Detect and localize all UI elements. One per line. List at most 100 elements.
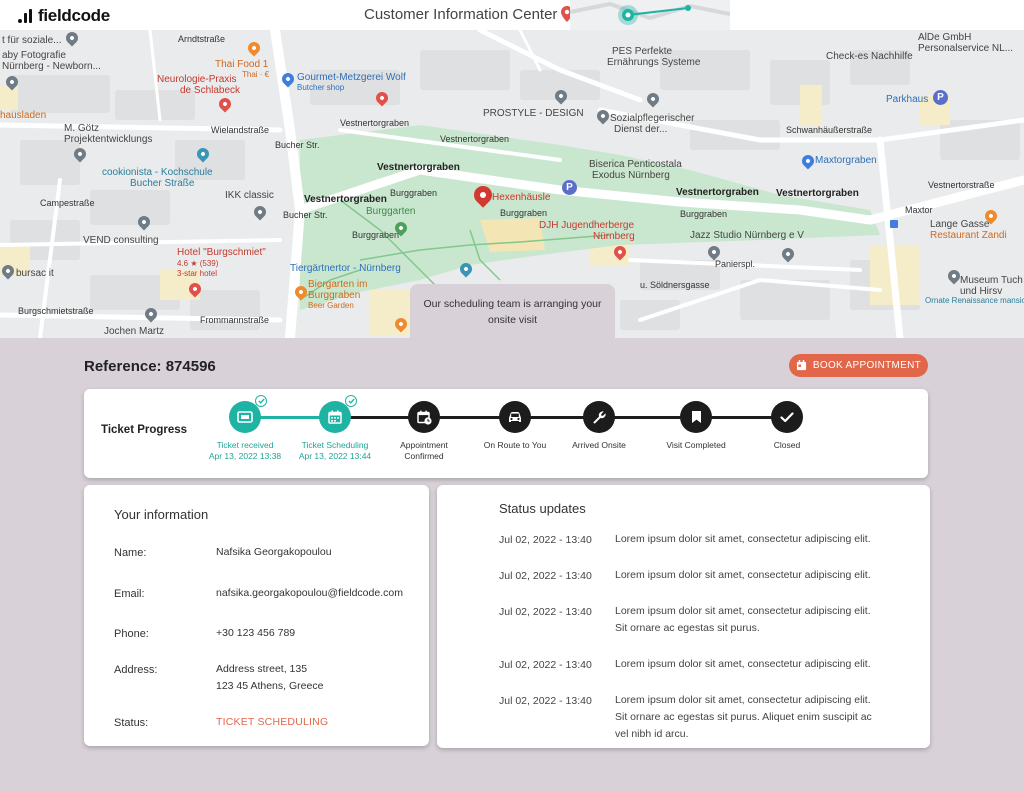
reference-number: Reference: 874596 [84, 358, 216, 375]
map-label: Vestnertorgraben [676, 187, 759, 198]
progress-step-label: Confirmed [404, 451, 444, 461]
map-label: Burggraben [680, 209, 728, 219]
map-label: Neurologie-Praxis [157, 74, 237, 85]
progress-step-date: Apr 13, 2022 13:38 [208, 451, 282, 461]
map-label: AlDe GmbH [918, 32, 972, 43]
map-label: Ornate Renaissance mansion [925, 296, 1024, 305]
map-label: Exodus Nürnberg [592, 170, 670, 181]
progress-line-pending [335, 416, 787, 419]
phone-value[interactable]: +30 123 456 789 [216, 627, 296, 639]
map-label: Jochen Martz [104, 326, 165, 337]
progress-step-label: Visit Completed [666, 440, 726, 450]
name-value: Nafsika Georgakopoulou [216, 546, 332, 558]
map-label: Panierspl. [715, 259, 756, 269]
map-label: de Schlabeck [180, 85, 241, 96]
map-label: hausladen [0, 110, 47, 121]
map-label: Burggraben [308, 290, 361, 301]
parking-icon[interactable]: P [562, 180, 577, 195]
map-label: Projektentwicklungs [64, 134, 153, 145]
parking-icon[interactable]: P [933, 90, 948, 105]
update-text: Lorem ipsum dolor sit amet, consectetur … [615, 569, 871, 581]
update-date: Jul 02, 2022 - 13:40 [499, 534, 592, 546]
scheduling-message-line1: Our scheduling team is arranging your [423, 298, 602, 310]
update-text: Lorem ipsum dolor sit amet, consectetur … [615, 658, 871, 670]
update-date: Jul 02, 2022 - 13:40 [499, 606, 592, 618]
status-updates-card: Status updates Jul 02, 2022 - 13:40 Lore… [437, 485, 930, 748]
map-label: M. Götz [64, 123, 100, 134]
map-label: aby Fotografie [2, 50, 66, 61]
ticket-progress-title: Ticket Progress [101, 424, 188, 436]
map-label: Butcher shop [297, 83, 345, 92]
map-label: Vestnertorgraben [440, 134, 510, 144]
email-value[interactable]: nafsika.georgakopoulou@fieldcode.com [216, 587, 403, 599]
map-label: Bucher Str. [283, 210, 328, 220]
map-label: DJH Jugendherberge [539, 220, 635, 231]
map-label: Restaurant Zandi [930, 230, 1007, 241]
wrench-icon [583, 401, 615, 433]
address-label: Address: [114, 664, 158, 676]
completed-check-icon [345, 395, 357, 407]
status-label: Status: [114, 717, 149, 729]
map-label: PES Perfekte [612, 46, 673, 57]
map-label: Nürnberg [593, 231, 635, 242]
map-label: Vestnertorgraben [304, 194, 387, 205]
progress-step-label: On Route to You [483, 440, 547, 450]
map-label: u. Söldnersgasse [640, 280, 710, 290]
map-label: Check-es Nachhilfe [826, 51, 913, 62]
map-label: Burggraben [390, 188, 438, 198]
logo-text: fieldcode [38, 6, 110, 25]
fieldcode-logo[interactable]: fieldcode [18, 6, 110, 26]
map-label: cookionista - Kochschule [102, 167, 213, 178]
calendar-icon [319, 395, 357, 433]
bookmark-icon [680, 401, 712, 433]
map-label: IKK classic [225, 190, 274, 201]
map-label: Hotel "Burgschmiet" [177, 247, 266, 258]
map-label: Biergarten im [308, 279, 368, 290]
status-updates-title: Status updates [499, 501, 586, 516]
map-label: Biserica Penticostala [589, 159, 682, 170]
map-label: VEND consulting [83, 235, 159, 246]
book-appointment-button[interactable]: BOOK APPOINTMENT [789, 354, 928, 377]
completed-check-icon [255, 395, 267, 407]
progress-step-date: Apr 13, 2022 13:44 [298, 451, 372, 461]
update-text: Lorem ipsum dolor sit amet, consectetur … [615, 694, 872, 740]
phone-label: Phone: [114, 628, 149, 640]
map-label: 4.6 ★ (539) [177, 259, 219, 268]
logo-mark-icon [18, 9, 32, 23]
update-date: Jul 02, 2022 - 13:40 [499, 570, 592, 582]
map-label: Thai · € [242, 70, 270, 79]
map-label: Vestnertorgraben [377, 162, 460, 173]
map-label: t für soziale... [2, 35, 62, 46]
update-date: Jul 02, 2022 - 13:40 [499, 659, 592, 671]
map-label: Burggraben [352, 230, 400, 240]
progress-line-done [245, 416, 335, 419]
map-label: Wielandstraße [211, 125, 270, 135]
status-badge: TICKET SCHEDULING [216, 716, 329, 728]
map-label: 3-star hotel [177, 269, 218, 278]
map-label: Vestnertorgraben [340, 118, 410, 128]
map-label: Ernährungs Systeme [607, 57, 701, 68]
map-label: Maxtor [905, 205, 933, 215]
map-label: und Hirsv [960, 286, 1003, 297]
progress-step-label: Ticket Scheduling [301, 440, 369, 450]
map-label: Personalservice NL... [918, 43, 1014, 54]
map-label: Beer Garden [308, 301, 354, 310]
progress-step-label: Arrived Onsite [572, 440, 626, 450]
map-label: Vestnertorgraben [776, 188, 859, 199]
map-label: Burgschmietstraße [18, 306, 94, 316]
update-text: Lorem ipsum dolor sit amet, consectetur … [615, 533, 871, 545]
calendar-clock-icon [408, 401, 440, 433]
progress-step-label: Appointment [400, 440, 448, 450]
map-label: Parkhaus [886, 94, 929, 105]
map-label: Museum Tuch [960, 275, 1023, 286]
car-icon [499, 401, 531, 433]
map-label: Tiergärtnertor - Nürnberg [290, 263, 401, 274]
update-text: Lorem ipsum dolor sit amet, consectetur … [615, 605, 871, 634]
calendar-icon [796, 360, 807, 371]
page-title: Customer Information Center [364, 6, 558, 23]
map-label: Nürnberg - Newborn... [2, 61, 101, 72]
route-tracker-icon [570, 0, 730, 30]
